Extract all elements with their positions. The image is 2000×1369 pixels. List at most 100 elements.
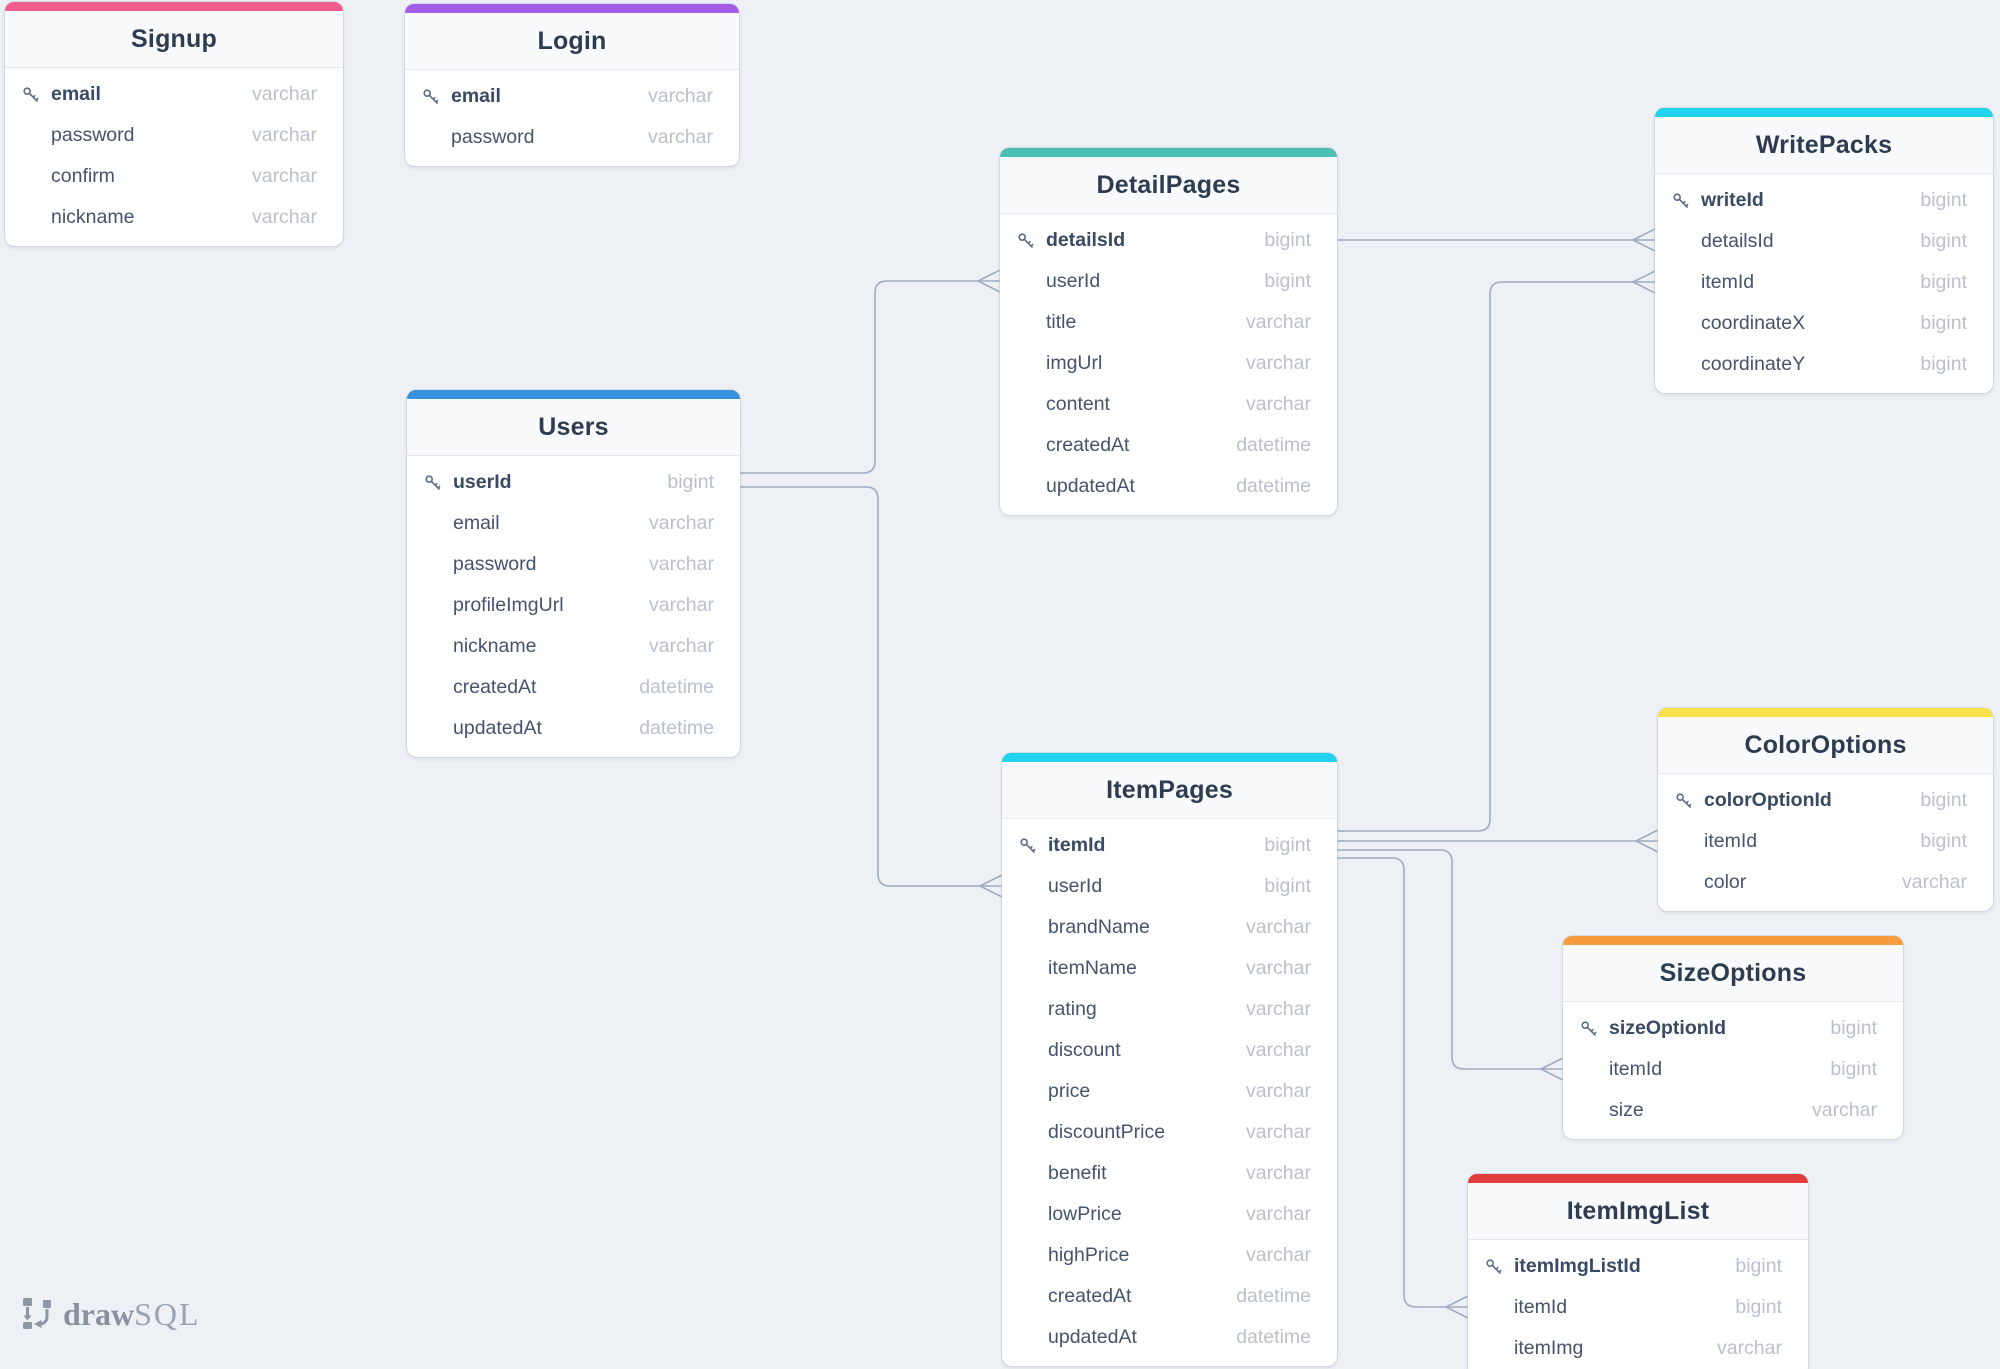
field-type: bigint: [1920, 189, 1967, 211]
field-type: varchar: [648, 635, 714, 657]
table-title-sizeoptions[interactable]: SizeOptions: [1563, 945, 1903, 1002]
field-type: bigint: [1920, 312, 1967, 334]
relationship-ItemPages-itemId-to-ItemImgList[interactable]: [1445, 1295, 1469, 1319]
field-name: discountPrice: [1048, 1121, 1166, 1143]
drawsql-logo-icon: [23, 1298, 51, 1329]
relationship-ItemPages-itemId-to-WritePacks[interactable]: [1632, 270, 1656, 294]
relationship-Users-userId-to-DetailPages[interactable]: [977, 269, 1001, 293]
table-title-writepacks[interactable]: WritePacks: [1655, 117, 1993, 174]
field-name: colorOptionId: [1704, 789, 1832, 811]
field-name: size: [1609, 1099, 1644, 1121]
relationship-Users-userId-to-ItemPages[interactable]: [740, 486, 1002, 887]
field-name: brandName: [1048, 916, 1150, 938]
relationship-ItemPages-itemId-to-SizeOptions[interactable]: [1337, 849, 1563, 1070]
relationship-DetailPages-detailsId-to-WritePacks[interactable]: [1632, 228, 1656, 252]
field-type: bigint: [1735, 1255, 1782, 1277]
field-name: updatedAt: [1048, 1326, 1137, 1348]
relationship-ItemPages-itemId-to-SizeOptions[interactable]: [1540, 1057, 1564, 1081]
table-title-login[interactable]: Login: [405, 13, 739, 70]
relationship-Users-userId-to-DetailPages[interactable]: [740, 280, 1000, 474]
table-title-detailpages[interactable]: DetailPages: [1000, 157, 1337, 214]
field-type: bigint: [1264, 270, 1311, 292]
relationship-ItemPages-itemId-to-WritePacks[interactable]: [1337, 281, 1655, 832]
field-name: lowPrice: [1048, 1203, 1122, 1225]
relationship-ItemPages-itemId-to-ItemImgList[interactable]: [1337, 857, 1468, 1308]
primary-key-icon: [1671, 191, 1691, 211]
table-title-itemimglist[interactable]: ItemImgList: [1468, 1183, 1808, 1240]
field-name: rating: [1048, 998, 1097, 1020]
drawsql-watermark: drawSQL: [20, 1296, 201, 1332]
field-type: varchar: [1245, 352, 1311, 374]
field-name: confirm: [51, 165, 115, 187]
table-title-signup[interactable]: Signup: [5, 11, 343, 68]
table-title-users[interactable]: Users: [407, 399, 740, 456]
table-title-itempages[interactable]: ItemPages: [1002, 762, 1337, 819]
relationship-Users-userId-to-ItemPages[interactable]: [979, 874, 1003, 898]
field-name: detailsId: [1046, 229, 1126, 251]
relationship-ItemPages-itemId-to-ColorOptions[interactable]: [1635, 829, 1659, 853]
table-title-coloroptions[interactable]: ColorOptions: [1658, 717, 1993, 774]
field-type: varchar: [1245, 311, 1311, 333]
field-type: bigint: [1735, 1296, 1782, 1318]
field-type: bigint: [1920, 830, 1967, 852]
